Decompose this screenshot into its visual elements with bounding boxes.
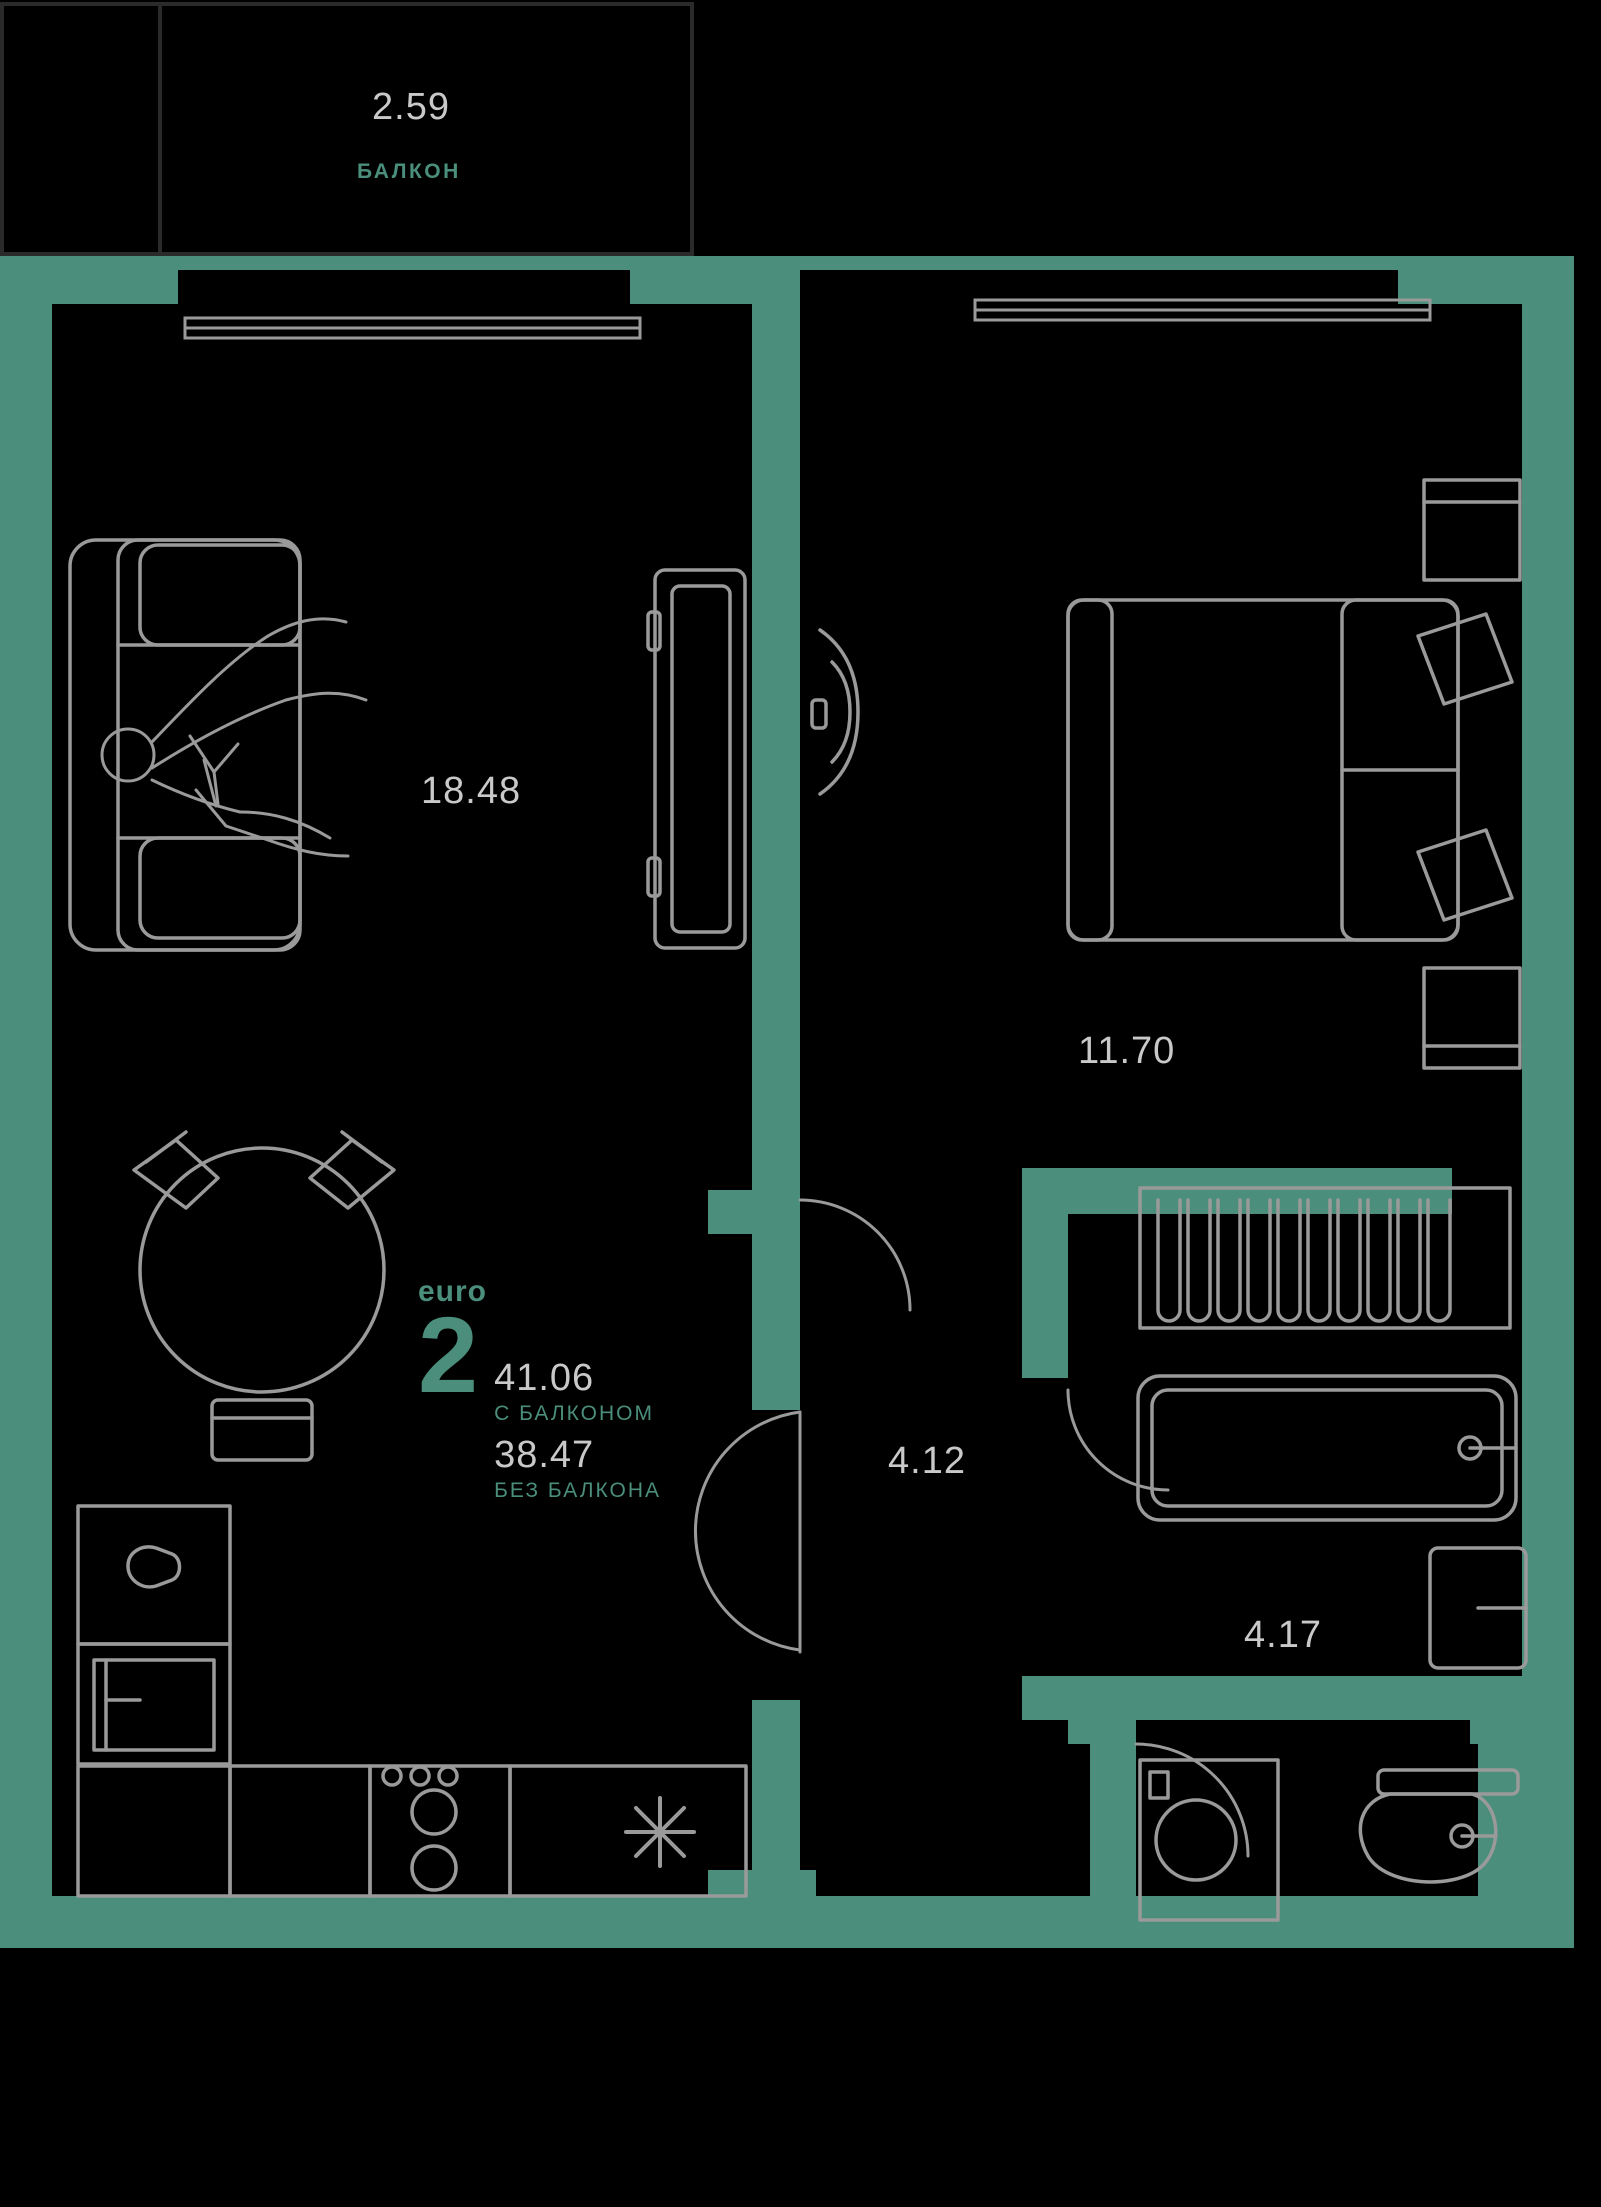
pillow-1 <box>1416 612 1514 706</box>
bathroom-sink <box>1428 1546 1528 1670</box>
without-balcony-caption: БЕЗ БАЛКОНА <box>494 1479 661 1502</box>
wall-bath-left <box>1022 1168 1068 1378</box>
sink-basin <box>126 1545 182 1589</box>
chair-right <box>308 1130 396 1210</box>
pillow-2 <box>1416 828 1514 922</box>
area-label-bathroom: 4.17 <box>1244 1614 1322 1656</box>
area-label-balcony: 2.59 <box>372 86 450 128</box>
area-label-bedroom: 11.70 <box>1078 1030 1176 1072</box>
washing-machine <box>1138 1758 1280 1922</box>
area-label-hallway: 4.12 <box>888 1440 966 1482</box>
door-entry <box>1134 1742 1250 1858</box>
balcony-caption: БАЛКОН <box>357 160 461 183</box>
nightstand-top <box>1422 478 1522 582</box>
wall-right <box>1522 256 1574 1948</box>
toilet <box>1358 1768 1520 1884</box>
balcony-outline <box>0 2 694 256</box>
wall-hall-nib2 <box>752 1340 800 1406</box>
tv-unit <box>646 568 747 950</box>
sofa-cushion-bottom <box>138 836 302 940</box>
sofa <box>68 538 302 952</box>
wardrobe-hangers <box>1156 1198 1452 1323</box>
fridge <box>624 1796 696 1868</box>
window-group <box>183 298 1432 340</box>
person-figure <box>100 617 368 858</box>
kitchen-sink-unit <box>76 1504 232 1646</box>
dining-set <box>132 1130 396 1462</box>
total-area-with-balcony: 41.06 <box>494 1357 595 1399</box>
bed-headboard <box>1066 598 1114 942</box>
kitchen-counter-run <box>76 1764 748 1898</box>
person-head <box>100 727 156 783</box>
wall-bath-bottom <box>1022 1676 1528 1720</box>
wall-hall-left-nib <box>708 1190 800 1234</box>
hob <box>381 1765 459 1892</box>
total-area-without-balcony: 38.47 <box>494 1434 595 1476</box>
chair-left <box>132 1130 220 1210</box>
rooms-count: 2 <box>418 1294 479 1415</box>
kitchen-oven-unit <box>76 1642 232 1766</box>
furniture-group <box>68 478 1528 1922</box>
area-label-living-room: 18.48 <box>421 770 522 812</box>
wall-group <box>0 2 1574 1948</box>
wall-bedroom-bath <box>1022 1168 1452 1214</box>
door-bedroom <box>798 1198 912 1312</box>
bathtub <box>1136 1374 1518 1522</box>
plan-summary-block: euro 2 41.06 С БАЛКОНОМ 38.47 БЕЗ БАЛКОН… <box>418 1275 661 1503</box>
chair-bottom <box>210 1398 314 1462</box>
nightstand-bottom <box>1422 966 1522 1070</box>
brand-euro-label: euro <box>418 1275 488 1308</box>
dining-table <box>138 1146 386 1394</box>
door-hall-to-living <box>693 1410 802 1654</box>
wardrobe <box>1138 1186 1512 1330</box>
tv-screen <box>810 628 860 796</box>
bed <box>1066 598 1514 942</box>
with-balcony-caption: С БАЛКОНОМ <box>494 1402 654 1425</box>
door-bath <box>1066 1388 1170 1492</box>
